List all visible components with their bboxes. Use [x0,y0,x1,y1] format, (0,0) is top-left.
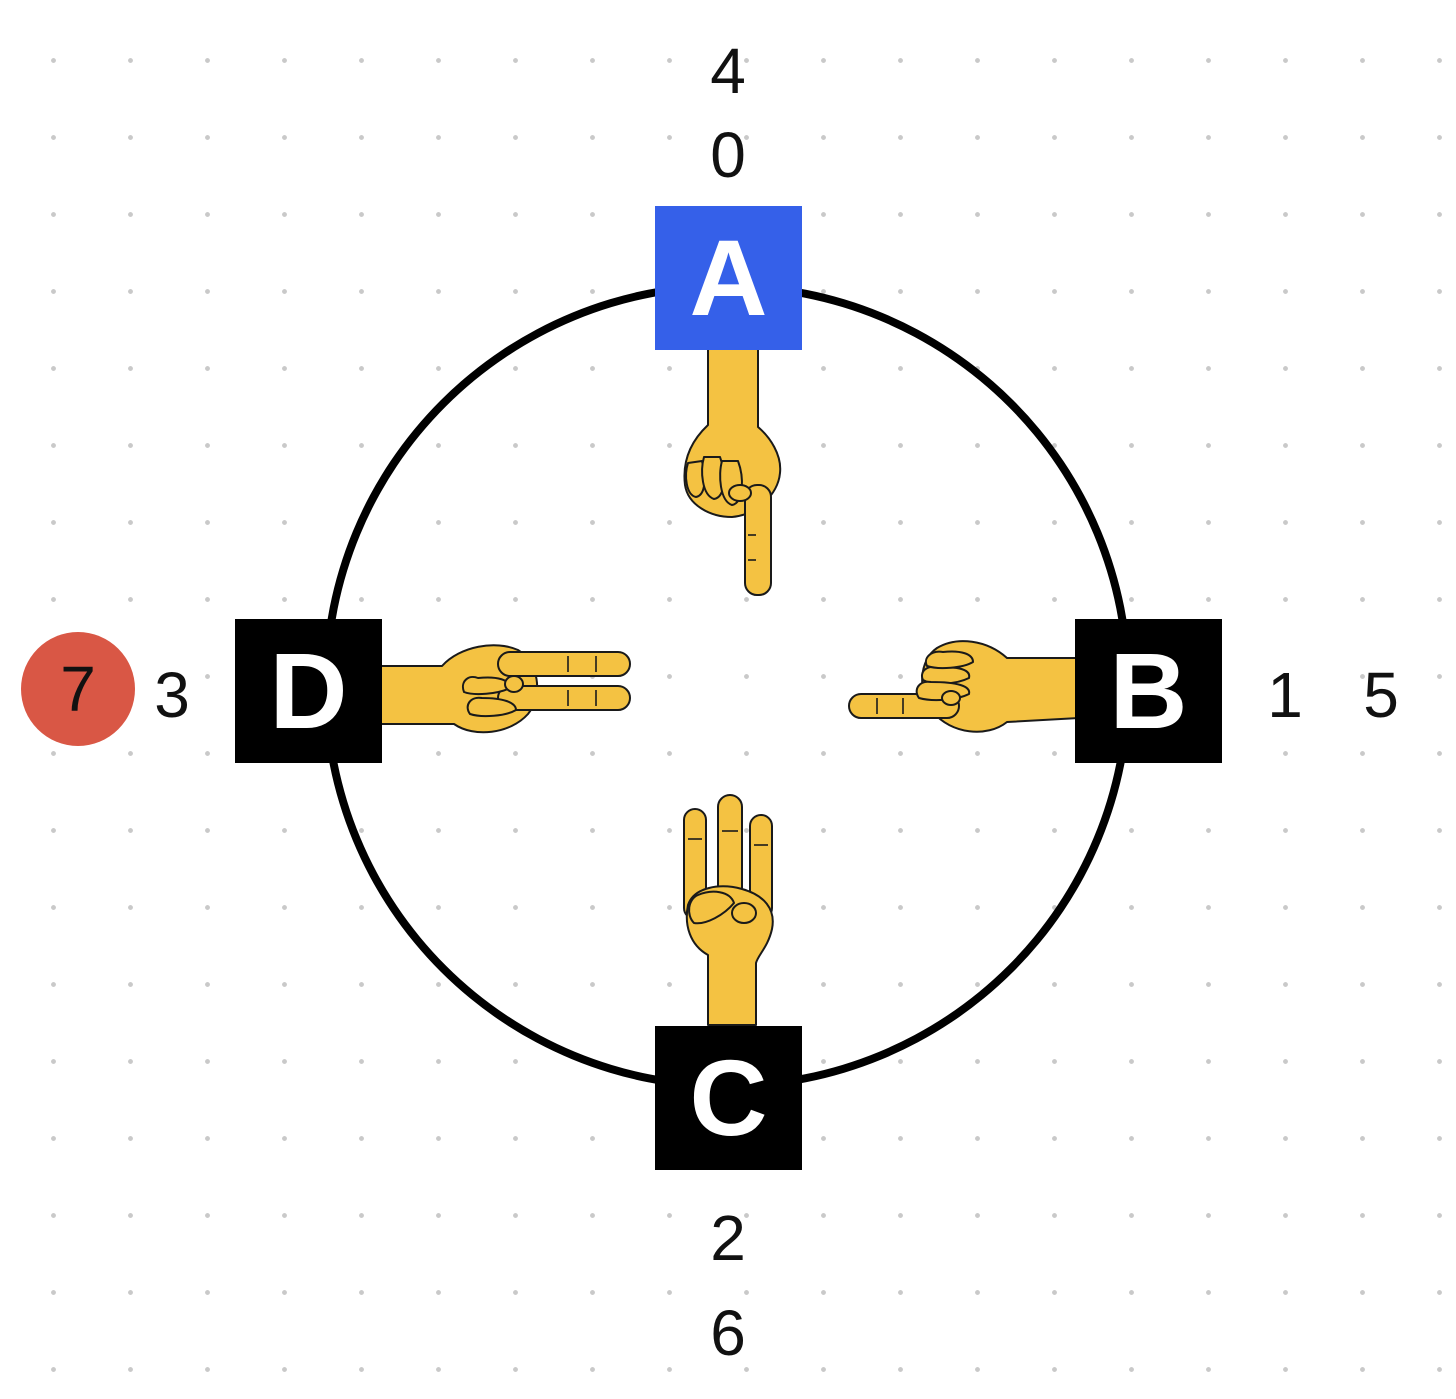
number-label: 2 [710,1202,746,1274]
node-d[interactable]: D [235,619,382,763]
number-label: 6 [710,1297,746,1369]
three-fingers-up-hand-icon [683,794,774,1026]
number-label: 5 [1363,659,1399,731]
two-fingers-right-hand-icon [377,644,631,734]
pointing-left-hand-icon [848,640,1080,733]
pointing-down-hand-icon [683,344,782,596]
node-a[interactable]: A [655,206,802,350]
counter-badge: 7 [21,632,135,746]
number-label: 1 [1267,659,1303,731]
node-b[interactable]: B [1075,619,1222,763]
number-label: 0 [710,119,746,191]
node-c[interactable]: C [655,1026,802,1170]
number-label: 4 [710,35,746,107]
number-label: 3 [154,659,190,731]
